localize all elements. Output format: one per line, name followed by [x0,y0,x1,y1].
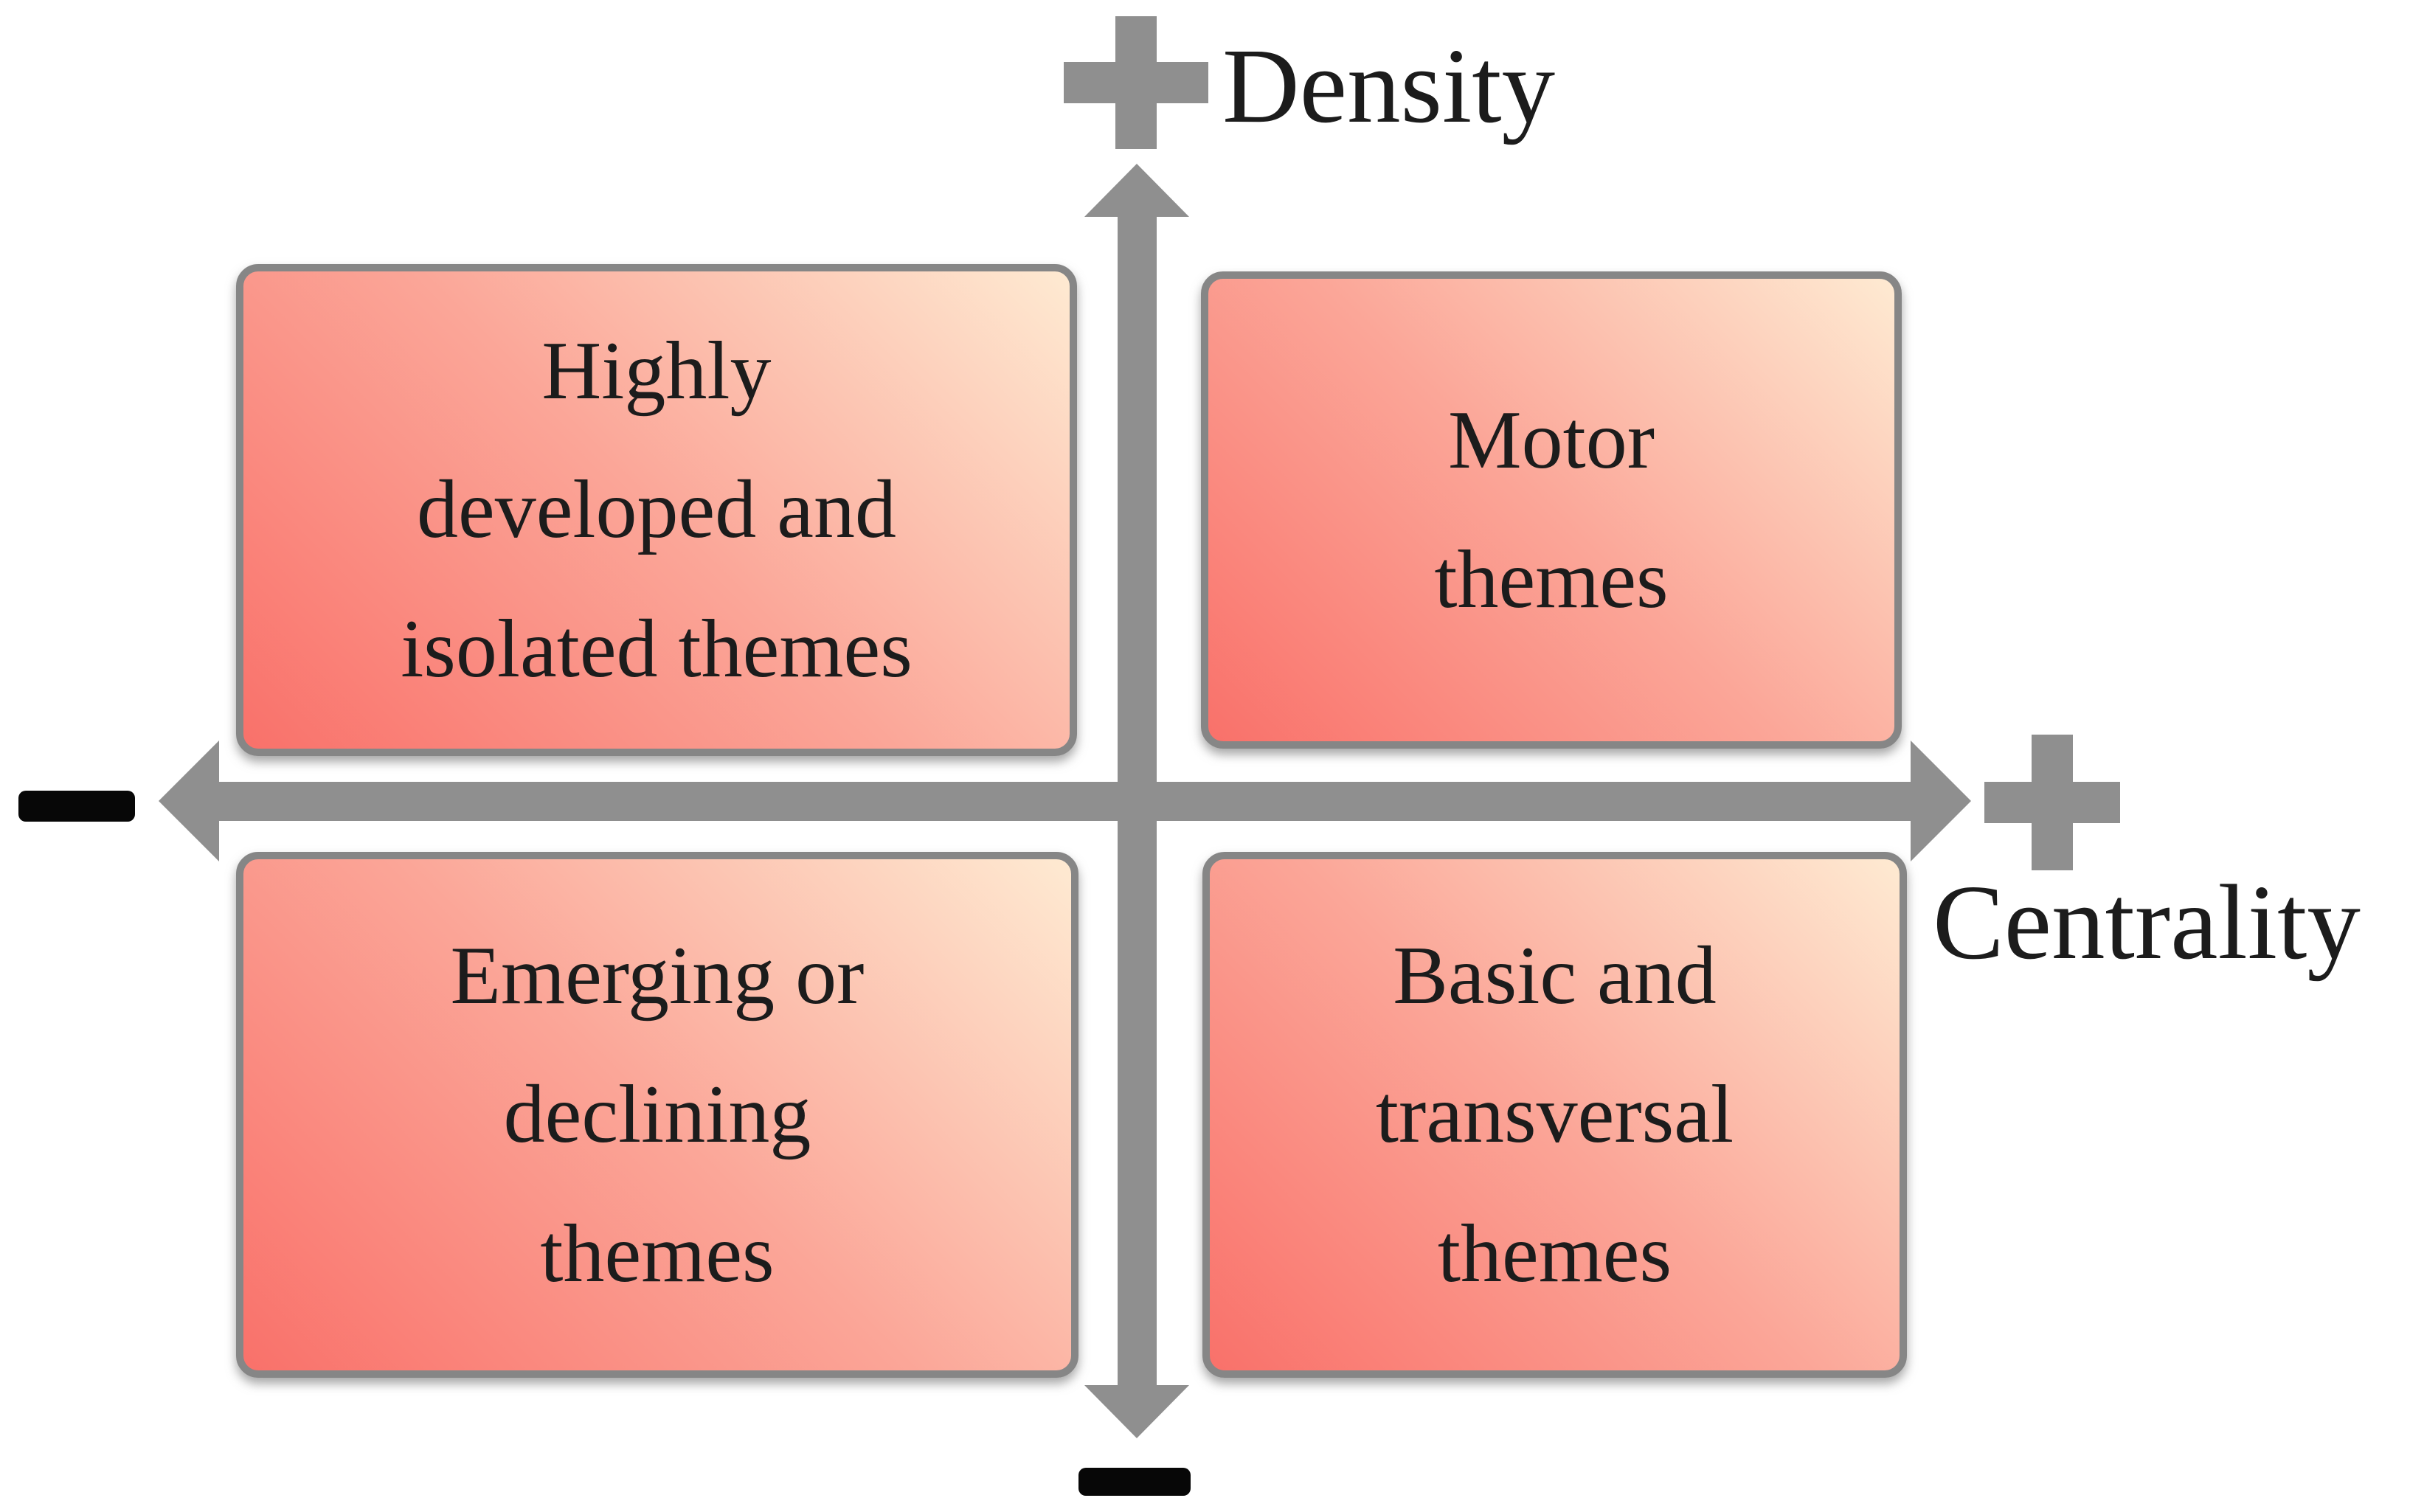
centrality-minus-icon [18,791,135,822]
plus-icon-bar [1115,16,1157,149]
quadrant-basic-transversal-themes: Basic and transversal themes [1202,852,1907,1378]
centrality-axis-label: Centrality [1933,864,2361,982]
quadrant-motor-themes: Motor themes [1201,271,1902,749]
quadrant-label: Basic and transversal themes [1375,930,1734,1300]
density-minus-icon [1078,1468,1191,1496]
quadrant-highly-developed-isolated-themes: Highly developed and isolated themes [236,264,1077,756]
quadrant-label: Highly developed and isolated themes [401,325,913,695]
density-plus-icon [1064,16,1208,149]
arrow-up-icon [1084,164,1189,217]
arrow-right-icon [1911,741,1971,861]
quadrant-label: Emerging or declining themes [450,930,865,1300]
quadrant-emerging-declining-themes: Emerging or declining themes [236,852,1078,1378]
arrow-down-icon [1084,1385,1189,1438]
centrality-plus-icon [1984,735,2120,870]
horizontal-axis-line [216,782,1914,821]
density-axis-label: Density [1222,27,1556,145]
arrow-left-icon [159,741,219,861]
quadrant-label: Motor themes [1434,395,1669,625]
plus-icon-bar [2032,735,2073,870]
